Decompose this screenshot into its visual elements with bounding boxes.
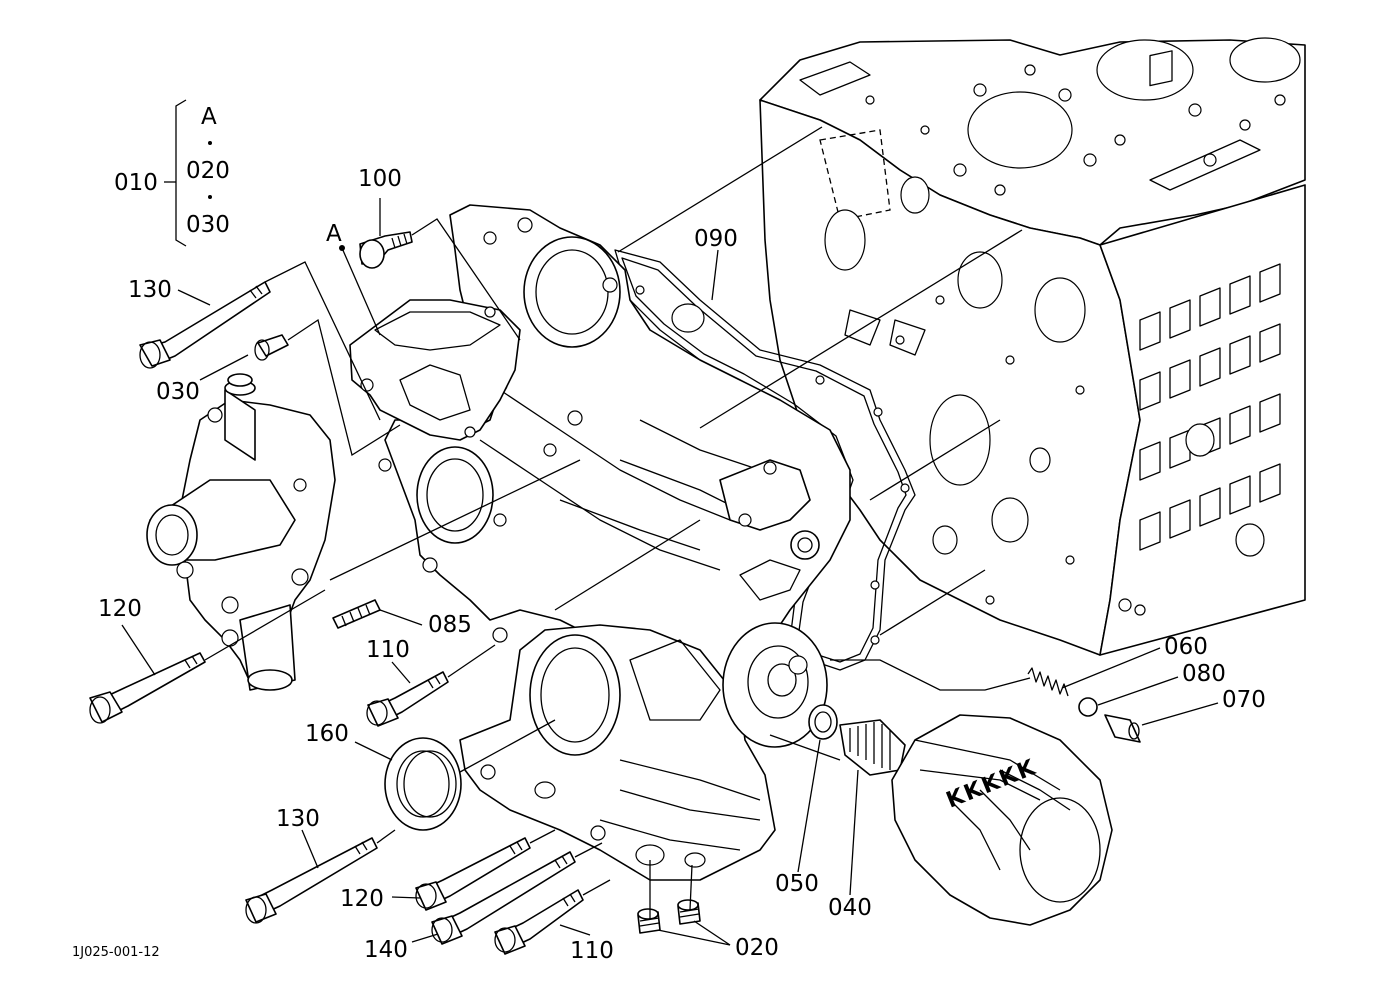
filter-nipple-part (839, 719, 906, 776)
group-010-bracket: 010 A 020 030 (114, 104, 230, 238)
engine-block (759, 37, 1306, 656)
callout-090: 090 (694, 226, 738, 252)
leader-lines (121, 99, 1219, 946)
plug-030 (254, 334, 289, 361)
oil-filter-cartridge: KKKKK (891, 714, 1113, 926)
oil-seal-part (384, 737, 462, 831)
water-pump (146, 373, 336, 691)
callout-160: 160 (305, 721, 349, 747)
bolt-140 (431, 851, 576, 945)
relief-valve-plug (1104, 714, 1141, 743)
diagram-code: 1J025-001-12 (72, 945, 160, 960)
callout-130-top: 130 (128, 277, 172, 303)
callout-130-bottom: 130 (276, 806, 320, 832)
stud-085 (332, 599, 381, 629)
lower-case (459, 624, 776, 881)
callout-110-mid: 110 (366, 637, 410, 663)
callout-085: 085 (428, 612, 472, 638)
relief-valve-spring (1027, 667, 1069, 697)
group-member-a: A (201, 104, 217, 130)
bolt-120-bottom (415, 837, 531, 911)
bolt-130-top (139, 281, 271, 369)
bolt-130-bottom (245, 837, 378, 924)
group-member-020: 020 (186, 158, 230, 184)
callout-040: 040 (828, 895, 872, 921)
bolt-110-mid (366, 671, 449, 727)
ref-a-label: A (326, 221, 342, 247)
plug-020-left (637, 908, 661, 934)
callout-020: 020 (735, 935, 779, 961)
callout-120-left: 120 (98, 596, 142, 622)
bolt-110-bottom (494, 889, 584, 955)
callout-100: 100 (358, 166, 402, 192)
callout-140: 140 (364, 937, 408, 963)
bolt-120-left (89, 652, 206, 724)
callout-030: 030 (156, 379, 200, 405)
plug-020-right (677, 899, 701, 925)
relief-valve-ball (1078, 697, 1098, 717)
callout-050: 050 (775, 871, 819, 897)
o-ring-part (808, 704, 838, 740)
callout-110-bottom: 110 (570, 938, 614, 964)
group-010-label: 010 (114, 170, 158, 196)
bolt-100 (359, 231, 413, 269)
group-member-030: 030 (186, 212, 230, 238)
callout-080: 080 (1182, 661, 1226, 687)
callout-060: 060 (1164, 634, 1208, 660)
callout-120-bottom: 120 (340, 886, 384, 912)
thermostat-housing-bracket (349, 299, 521, 441)
oil-filter-flange (722, 622, 828, 748)
callout-070: 070 (1222, 687, 1266, 713)
